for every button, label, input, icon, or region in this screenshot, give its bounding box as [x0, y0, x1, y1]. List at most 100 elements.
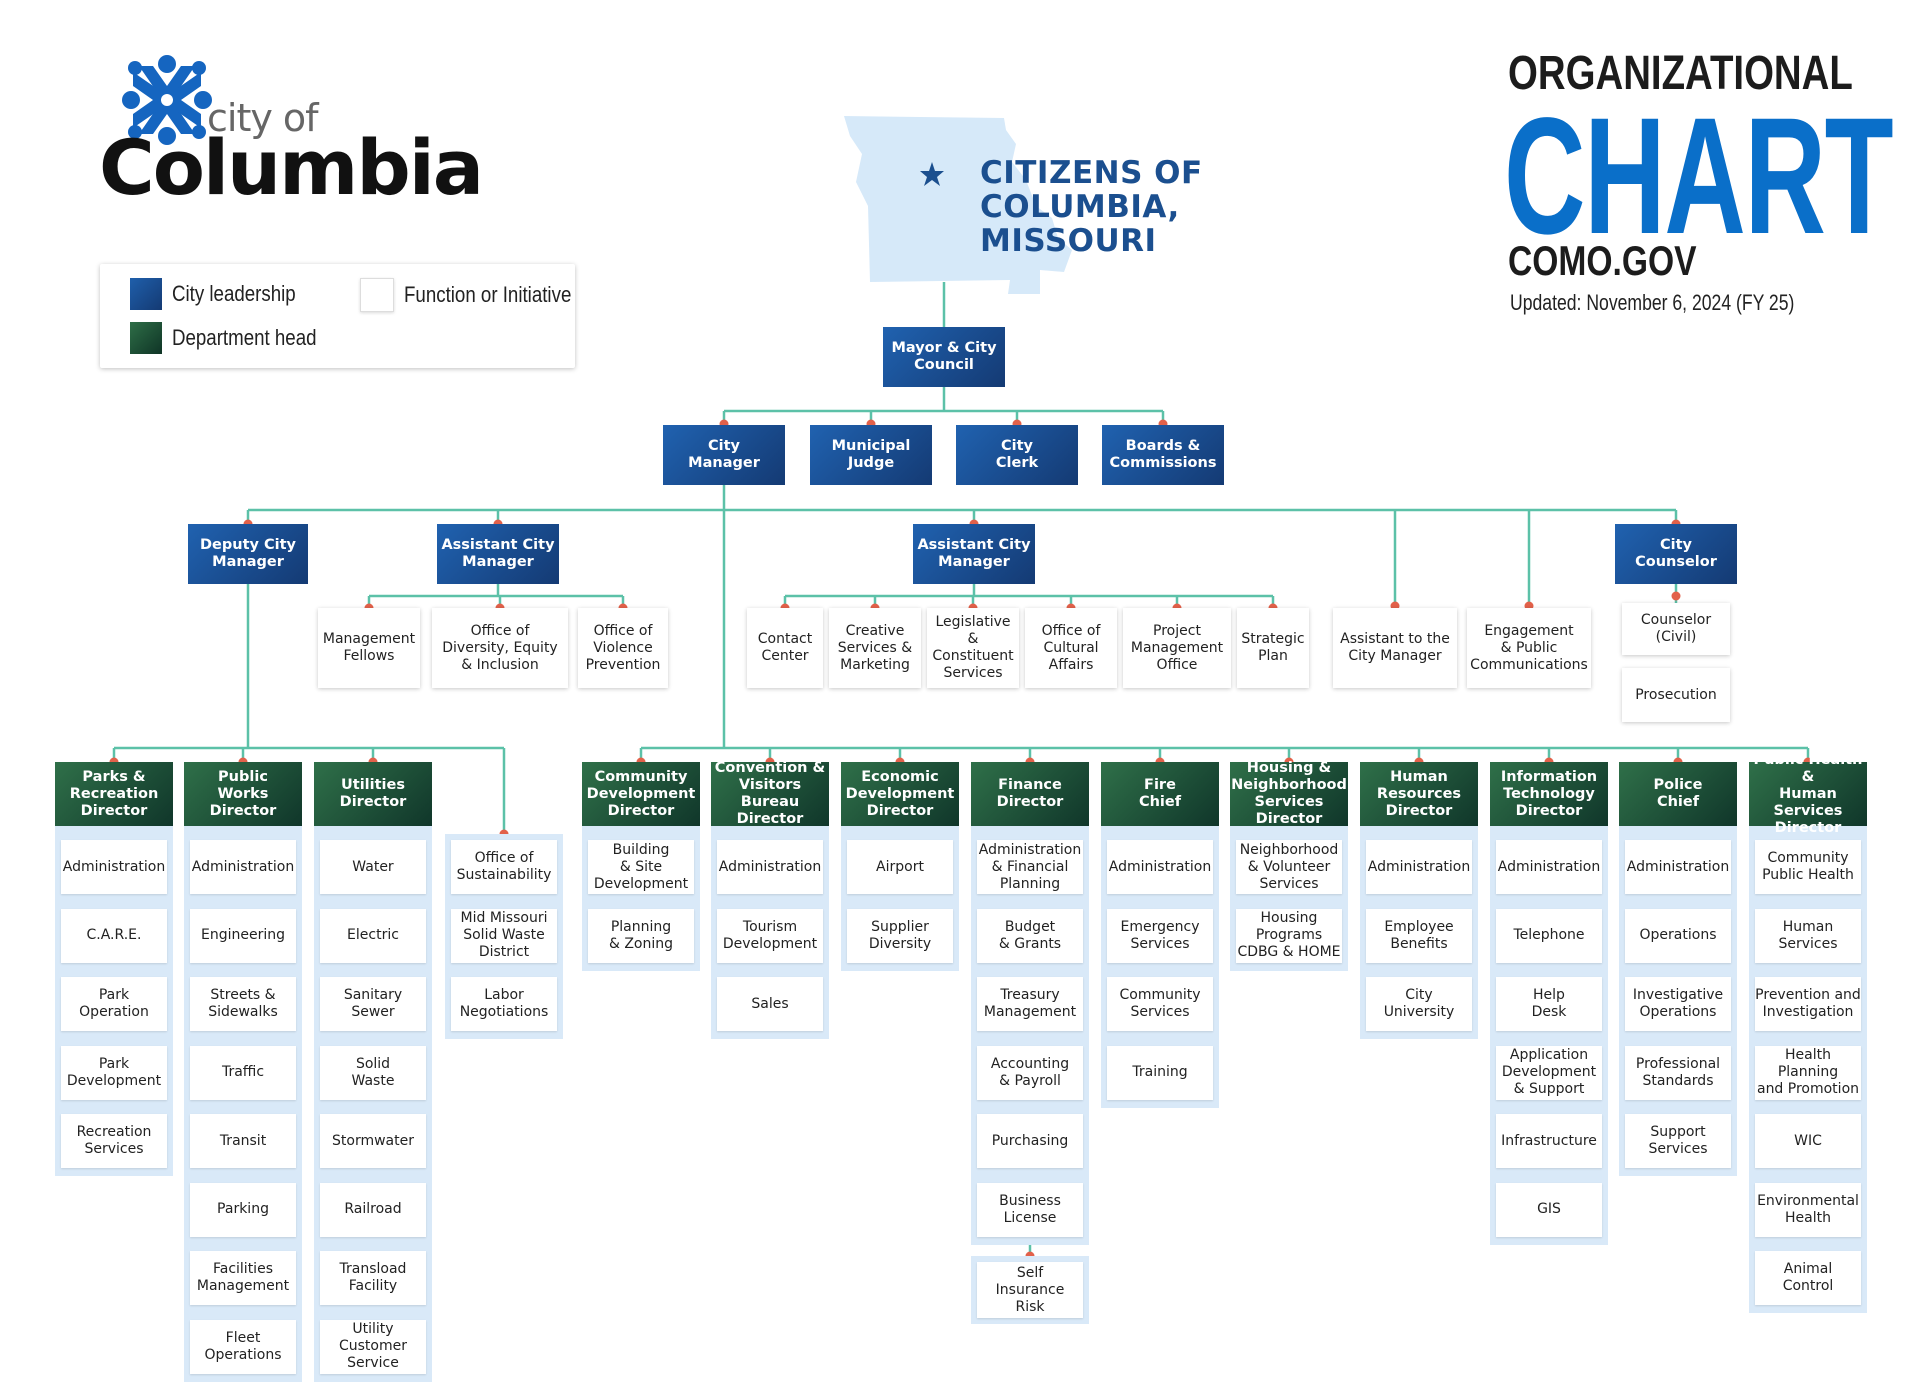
node-management-fellows[interactable]: Management Fellows [318, 608, 420, 688]
node-assistant-city-manager-2[interactable]: Assistant City Manager [913, 524, 1035, 584]
department-item[interactable]: Transload Facility [320, 1251, 426, 1305]
department-item[interactable]: Administration & Financial Planning [977, 840, 1083, 894]
department-item[interactable]: WIC [1755, 1114, 1861, 1168]
site-link[interactable]: COMO.GOV [1508, 237, 1697, 284]
node-city-clerk[interactable]: City Clerk [956, 425, 1078, 485]
department-item[interactable]: Administration [1496, 840, 1602, 894]
department-item[interactable]: Planning & Zoning [588, 908, 694, 963]
department-head[interactable]: Police Chief [1619, 762, 1737, 826]
department-head[interactable]: Public Health & Human Services Director [1749, 752, 1867, 836]
department-item[interactable]: GIS [1496, 1182, 1602, 1237]
department-item[interactable]: C.A.R.E. [61, 908, 167, 963]
department-item[interactable]: Health Planning and Promotion [1755, 1045, 1861, 1100]
department-item[interactable]: Employee Benefits [1366, 908, 1472, 963]
department-item[interactable]: Building & Site Development [588, 840, 694, 894]
department-item[interactable]: Mid Missouri Solid Waste District [451, 908, 557, 963]
department-head[interactable]: Utilities Director [314, 762, 432, 826]
department-item[interactable]: Support Services [1625, 1114, 1731, 1168]
department-item[interactable]: Office of Sustainability [451, 840, 557, 894]
department-item[interactable]: Supplier Diversity [847, 908, 953, 963]
department-item[interactable]: Accounting & Payroll [977, 1045, 1083, 1100]
department-item[interactable]: Streets & Sidewalks [190, 977, 296, 1031]
department-head[interactable]: Human Resources Director [1360, 762, 1478, 826]
department-item[interactable]: Fleet Operations [190, 1319, 296, 1374]
department-head[interactable]: Convention & Visitors Bureau Director [711, 760, 829, 827]
department-item[interactable]: Administration [190, 840, 296, 894]
department-head[interactable]: Housing & Neighborhood Services Director [1230, 760, 1348, 827]
department-item[interactable]: Animal Control [1755, 1251, 1861, 1305]
node-engagement-public-communications[interactable]: Engagement & Public Communications [1467, 608, 1591, 688]
department-item[interactable]: Human Services [1755, 908, 1861, 963]
department-item[interactable]: Parking [190, 1182, 296, 1237]
department-item[interactable]: Administration [717, 840, 823, 894]
department-item[interactable]: Prevention and Investigation [1755, 977, 1861, 1031]
department-item[interactable]: Park Development [61, 1045, 167, 1100]
node-office-cultural-affairs[interactable]: Office of Cultural Affairs [1025, 608, 1117, 688]
node-prosecution[interactable]: Prosecution [1622, 668, 1730, 722]
department-item[interactable]: Airport [847, 840, 953, 894]
node-office-violence-prevention[interactable]: Office of Violence Prevention [578, 608, 668, 688]
department-item[interactable]: Labor Negotiations [451, 977, 557, 1031]
department-item[interactable]: Traffic [190, 1045, 296, 1100]
node-deputy-city-manager[interactable]: Deputy City Manager [188, 524, 308, 584]
department-item[interactable]: Community Services [1107, 977, 1213, 1031]
department-item[interactable]: Treasury Management [977, 977, 1083, 1031]
department-head[interactable]: Fire Chief [1101, 762, 1219, 826]
node-city-counselor[interactable]: City Counselor [1615, 524, 1737, 584]
department-head[interactable]: Finance Director [971, 762, 1089, 826]
department-item[interactable]: Facilities Management [190, 1251, 296, 1305]
node-strategic-plan[interactable]: Strategic Plan [1237, 608, 1309, 688]
department-item[interactable]: Training [1107, 1045, 1213, 1100]
node-municipal-judge[interactable]: Municipal Judge [810, 425, 932, 485]
node-city-manager[interactable]: City Manager [663, 425, 785, 485]
department-item[interactable]: Sanitary Sewer [320, 977, 426, 1031]
department-item[interactable]: Housing Programs CDBG & HOME [1236, 908, 1342, 963]
department-item[interactable]: Neighborhood & Volunteer Services [1236, 840, 1342, 894]
node-creative-services[interactable]: Creative Services & Marketing [829, 608, 921, 688]
department-item[interactable]: Professional Standards [1625, 1045, 1731, 1100]
node-legislative-services[interactable]: Legislative & Constituent Services [927, 608, 1019, 688]
department-item[interactable]: Environmental Health [1755, 1182, 1861, 1237]
node-counselor-civil[interactable]: Counselor (Civil) [1622, 603, 1730, 655]
node-boards-commissions[interactable]: Boards & Commissions [1102, 425, 1224, 485]
department-item[interactable]: Tourism Development [717, 908, 823, 963]
department-item[interactable]: Help Desk [1496, 977, 1602, 1031]
department-item[interactable]: Stormwater [320, 1114, 426, 1168]
department-item[interactable]: Utility Customer Service [320, 1319, 426, 1374]
department-item[interactable]: Water [320, 840, 426, 894]
department-item[interactable]: Budget & Grants [977, 908, 1083, 963]
department-item[interactable]: Transit [190, 1114, 296, 1168]
department-item[interactable]: Application Development & Support [1496, 1045, 1602, 1100]
node-mayor-council[interactable]: Mayor & City Council [883, 327, 1005, 387]
department-item[interactable]: Railroad [320, 1182, 426, 1237]
department-item[interactable]: Operations [1625, 908, 1731, 963]
department-head[interactable]: Information Technology Director [1490, 762, 1608, 826]
department-item[interactable]: City University [1366, 977, 1472, 1031]
node-office-dei[interactable]: Office of Diversity, Equity & Inclusion [432, 608, 568, 688]
department-head[interactable]: Community Development Director [582, 762, 700, 826]
department-item[interactable]: Sales [717, 977, 823, 1031]
node-assistant-to-city-manager[interactable]: Assistant to the City Manager [1333, 608, 1457, 688]
node-self-insurance-risk[interactable]: Self Insurance Risk [977, 1262, 1083, 1318]
node-assistant-city-manager-1[interactable]: Assistant City Manager [437, 524, 559, 584]
department-item[interactable]: Solid Waste [320, 1045, 426, 1100]
department-head[interactable]: Economic Development Director [841, 762, 959, 826]
department-item[interactable]: Emergency Services [1107, 908, 1213, 963]
department-item[interactable]: Infrastructure [1496, 1114, 1602, 1168]
node-contact-center[interactable]: Contact Center [747, 608, 823, 688]
department-item[interactable]: Business License [977, 1182, 1083, 1237]
department-item[interactable]: Administration [61, 840, 167, 894]
department-item[interactable]: Park Operation [61, 977, 167, 1031]
department-item[interactable]: Recreation Services [61, 1114, 167, 1168]
department-item[interactable]: Purchasing [977, 1114, 1083, 1168]
department-item[interactable]: Administration [1366, 840, 1472, 894]
department-item[interactable]: Investigative Operations [1625, 977, 1731, 1031]
city-logo[interactable]: city of Columbia [95, 50, 484, 210]
department-head[interactable]: Public Works Director [184, 762, 302, 826]
node-project-management-office[interactable]: Project Management Office [1123, 608, 1231, 688]
department-item[interactable]: Administration [1625, 840, 1731, 894]
department-item[interactable]: Administration [1107, 840, 1213, 894]
department-item[interactable]: Engineering [190, 908, 296, 963]
department-item[interactable]: Electric [320, 908, 426, 963]
department-head[interactable]: Parks & Recreation Director [55, 762, 173, 826]
